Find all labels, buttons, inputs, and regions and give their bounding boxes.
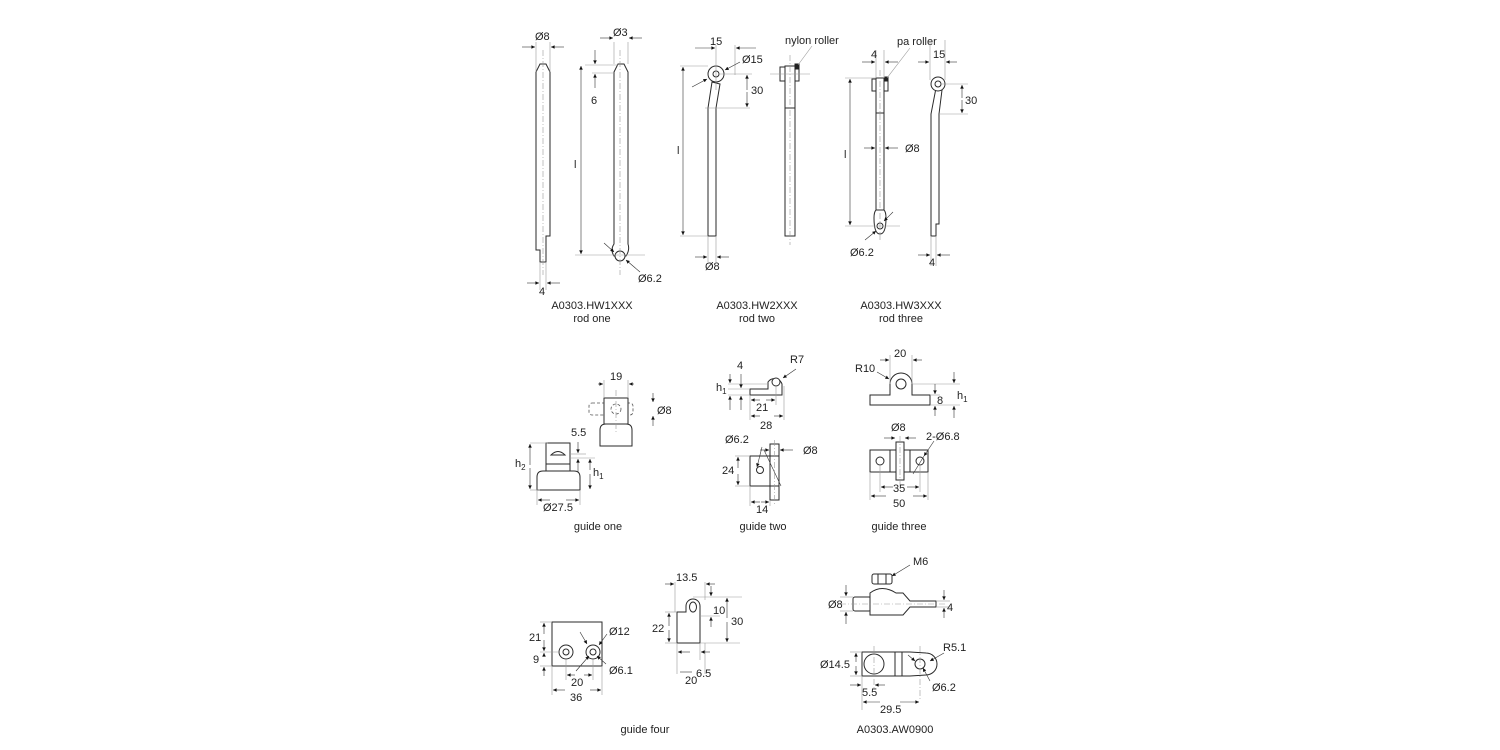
guide-three-rod-dia: Ø8: [891, 422, 906, 434]
guide-one-h1: h1: [593, 467, 604, 481]
rod-three-eye-hole: Ø6.2: [850, 247, 874, 259]
rod-three-front-view: 4 pa roller l Ø8 Ø6.2: [844, 36, 937, 259]
aw0900-top-view: Ø14.5 R5.1 Ø6.2 5.5 29.5: [820, 642, 966, 716]
guide-four-low: 9: [533, 654, 539, 666]
guide-one-figure: 19 Ø8 h2 5.5 h1 Ø27.: [515, 371, 672, 533]
guide-three-side-view: 20 R10 8 h1: [855, 348, 968, 418]
guide-one-top-view: 19 Ø8: [588, 371, 672, 447]
rod-three-code: A0303.HW3XXX: [860, 300, 942, 312]
rod-two-nylon-roller-callout: nylon roller: [785, 35, 839, 47]
guide-four-body: 22: [652, 623, 664, 635]
rod-two-front-view: 15 Ø15 30 l Ø8: [677, 36, 763, 273]
rod-two-length: l: [677, 145, 679, 157]
rod-two-rod-dia: Ø8: [705, 261, 720, 273]
guide-three-width: 20: [894, 348, 906, 360]
guide-four-length: 36: [570, 692, 582, 704]
rod-three-offset: 15: [933, 49, 945, 61]
guide-two-hole: Ø6.2: [725, 434, 749, 446]
rod-two-roller-dia: Ø15: [742, 54, 763, 66]
aw0900-code: A0303.AW0900: [857, 724, 934, 736]
guide-three-figure: 20 R10 8 h1 Ø8 2-Ø6.8: [855, 348, 968, 533]
guide-one-caption: guide one: [574, 521, 622, 533]
guide-two-h1: h1: [716, 382, 727, 396]
rod-one-tip-length: 6: [591, 95, 597, 107]
aw0900-body-dia: Ø14.5: [820, 659, 850, 671]
rod-one-dia-right: Ø3: [613, 27, 628, 39]
guide-two-radius: R7: [790, 354, 804, 366]
rod-three-bend-height: 30: [965, 95, 977, 107]
guide-three-holes: 2-Ø6.8: [926, 431, 960, 443]
rod-three-figure: 4 pa roller l Ø8 Ø6.2 15: [844, 36, 977, 325]
guide-four-figure: 21 9 Ø12 Ø6.1 20 36: [529, 572, 743, 736]
guide-four-total: 30: [731, 616, 743, 628]
guide-four-inner-dia: Ø6.1: [609, 665, 633, 677]
rod-three-length: l: [844, 149, 846, 161]
rod-three-pa-roller-callout: pa roller: [897, 36, 937, 48]
guide-four-eye: 10: [713, 605, 725, 617]
guide-two-width: 14: [756, 504, 768, 516]
rod-two-bend-height: 30: [751, 85, 763, 97]
rod-two-caption: rod two: [739, 313, 775, 325]
rod-three-rod-dia: Ø8: [905, 143, 920, 155]
guide-two-outer: 28: [760, 420, 772, 432]
aw0900-tab: 4: [947, 602, 953, 614]
guide-two-inner: 21: [756, 402, 768, 414]
rod-one-figure: Ø8 4 Ø3 6 l Ø6.: [522, 27, 662, 325]
aw0900-figure: Ø8 4 M6 Ø14.5 R5.1 Ø6.2: [820, 556, 966, 736]
guide-two-side-view: 4 h1 R7 21 28: [716, 354, 804, 432]
guide-two-rod-dia: Ø8: [803, 445, 818, 457]
guide-three-pitch: 35: [893, 483, 905, 495]
rod-two-offset: 15: [710, 36, 722, 48]
guide-four-pitch: 20: [571, 677, 583, 689]
guide-three-h1: h1: [957, 390, 968, 404]
guide-four-outer-dia: Ø12: [609, 626, 630, 638]
rod-one-front-view: Ø3 6 l Ø6.2: [574, 27, 662, 285]
rod-one-eye-hole: Ø6.2: [638, 273, 662, 285]
rod-three-caption: rod three: [879, 313, 923, 325]
guide-four-height: 21: [529, 632, 541, 644]
rod-three-side-view: 15 30 4: [918, 40, 977, 269]
guide-four-base: 20: [685, 675, 697, 687]
rod-three-top-width: 4: [871, 49, 877, 61]
aw0900-rod-dia: Ø8: [828, 599, 843, 611]
guide-one-h2: h2: [515, 458, 526, 472]
guide-four-caption: guide four: [621, 724, 670, 736]
guide-two-top-view: Ø6.2 Ø8 24 14: [722, 434, 818, 516]
aw0900-radius: R5.1: [943, 642, 966, 654]
aw0900-length: 29.5: [880, 704, 901, 716]
aw0900-thread: M6: [913, 556, 928, 568]
guide-four-slot: 6.5: [696, 668, 711, 680]
rod-one-bottom-width: 4: [539, 286, 545, 298]
guide-two-caption: guide two: [739, 521, 786, 533]
guide-one-base-dia: Ø27.5: [543, 502, 573, 514]
rod-two-figure: 15 Ø15 30 l Ø8: [677, 35, 839, 325]
guide-four-top: 13.5: [676, 572, 697, 584]
guide-three-radius: R10: [855, 363, 875, 375]
guide-two-thickness: 4: [737, 360, 743, 372]
guide-three-base: 8: [937, 395, 943, 407]
guide-three-top-view: Ø8 2-Ø6.8 35 50: [869, 422, 960, 510]
aw0900-hole: Ø6.2: [932, 682, 956, 694]
rod-one-caption: rod one: [573, 313, 610, 325]
rod-two-side-view: nylon roller: [770, 35, 839, 245]
rod-three-bottom-width: 4: [929, 257, 935, 269]
guide-one-width: 19: [610, 371, 622, 383]
rod-one-code: A0303.HW1XXX: [551, 300, 633, 312]
guide-three-caption: guide three: [871, 521, 926, 533]
guide-three-length: 50: [893, 498, 905, 510]
rod-one-length: l: [574, 159, 576, 171]
rod-one-side-view: Ø8 4: [522, 31, 564, 298]
rod-two-code: A0303.HW2XXX: [716, 300, 798, 312]
aw0900-offset: 5.5: [862, 687, 877, 699]
guide-one-offset: 5.5: [571, 427, 586, 439]
guide-four-front-view: 21 9 Ø12 Ø6.1 20 36: [529, 621, 633, 704]
guide-four-side-view: 13.5 10 30 22 6.5 20: [652, 572, 743, 687]
guide-one-rod-dia: Ø8: [657, 405, 672, 417]
guide-one-side-view: h2 5.5 h1 Ø27.5: [515, 427, 604, 514]
rod-one-dia-left: Ø8: [535, 31, 550, 43]
guide-two-figure: 4 h1 R7 21 28 Ø6.2: [716, 354, 818, 533]
guide-two-height: 24: [722, 465, 734, 477]
aw0900-side-view: Ø8 4 M6: [828, 556, 953, 624]
